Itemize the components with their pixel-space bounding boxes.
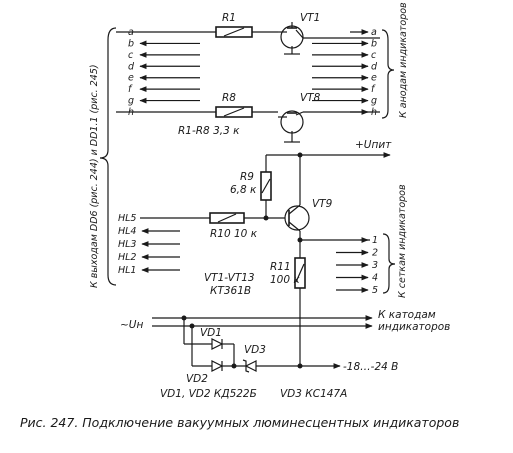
r1-label: R1: [222, 12, 236, 24]
hl-label-HL3: HL3: [118, 239, 136, 250]
left-brace: [99, 27, 117, 286]
hl-label-HL2: HL2: [118, 252, 136, 263]
output-letter-g: g: [371, 96, 377, 107]
grids-label: К сеткам индикаторов: [397, 184, 408, 298]
grid-label-2: 2: [372, 248, 378, 259]
output-letter-a: a: [371, 27, 377, 38]
vd1-label: VD1: [200, 327, 222, 339]
r9-label: R9: [240, 171, 254, 183]
r1-r8-value: R1-R8 3,3 к: [178, 125, 240, 137]
vd3-label: VD3: [244, 344, 266, 356]
r9-value: 6,8 к: [230, 184, 257, 196]
transistor-vt9: [284, 200, 310, 240]
supply-voltage-label: +Uпит: [355, 139, 392, 151]
transistor-vt1: [278, 22, 380, 55]
r10-value: R10 10 к: [210, 228, 258, 240]
input-letter-b: b: [128, 38, 134, 49]
grid-label-5: 5: [372, 285, 378, 296]
hl-label-HL1: HL1: [118, 265, 136, 276]
grids-brace: [382, 233, 396, 294]
left-vertical-label: К выходам DD6 (рис. 244) и DD1.1 (рис. 2…: [89, 64, 100, 288]
r8-label: R8: [222, 92, 236, 104]
vd2-label: VD2: [186, 373, 208, 385]
output-letter-d: d: [371, 61, 378, 72]
input-letter-e: e: [128, 73, 134, 84]
figure-caption: Рис. 247. Подключение вакуумных люминесц…: [20, 415, 459, 430]
diode-vd2: [211, 360, 224, 372]
input-letter-g: g: [128, 96, 134, 107]
cathodes-label-1: К катодам: [378, 309, 436, 321]
grid-label-1: 1: [372, 235, 378, 246]
r11-label: R11: [270, 261, 291, 273]
filament-label: ~Uн: [120, 319, 143, 331]
hl-label-HL5: HL5: [118, 213, 136, 224]
vt-type-label: КТ361В: [210, 285, 251, 297]
r11-value: 100 к: [270, 274, 300, 286]
vt1-label: VT1: [300, 12, 320, 24]
vt-group-label: VT1-VT13: [204, 272, 255, 284]
output-letter-e: e: [371, 73, 377, 84]
cathodes-label-2: индикаторов: [378, 321, 450, 333]
output-letter-f: f: [371, 84, 376, 95]
hl-label-HL4: HL4: [118, 226, 136, 237]
zener-vd3: [242, 359, 257, 373]
diode-vd1: [211, 338, 224, 350]
grid-output-lines: 1 23 45: [336, 235, 378, 296]
anodes-label: К анодам индикаторов: [398, 2, 409, 118]
vt9-label: VT9: [312, 198, 333, 210]
input-letter-c: c: [128, 50, 134, 61]
output-letter-h: h: [371, 107, 377, 118]
anodes-brace: [381, 29, 395, 119]
input-letter-d: d: [128, 61, 135, 72]
output-letter-c: c: [371, 50, 377, 61]
grid-label-3: 3: [372, 260, 378, 271]
transistor-vt8: [278, 110, 380, 143]
output-letter-b: b: [371, 38, 377, 49]
vt8-label: VT8: [300, 92, 321, 104]
grid-label-4: 4: [372, 273, 378, 284]
negative-voltage-label: -18…-24 В: [343, 361, 398, 373]
input-letter-f: f: [128, 84, 133, 95]
zener-type-label: VD3 КС147А: [280, 388, 347, 400]
diodes-type-label: VD1, VD2 КД522Б: [160, 388, 257, 400]
